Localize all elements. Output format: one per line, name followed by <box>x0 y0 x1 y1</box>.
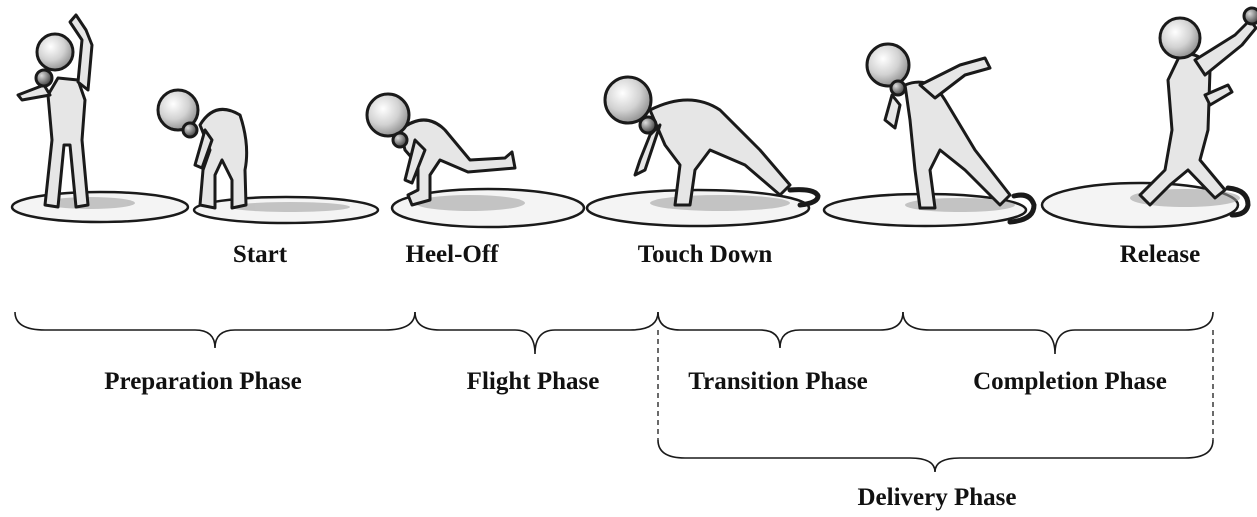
event-label-touch-down: Touch Down <box>637 241 773 268</box>
brace-preparation <box>14 311 416 349</box>
athlete-figures <box>16 6 1257 210</box>
phase-label-preparation: Preparation Phase <box>104 368 302 395</box>
athlete-figure-heel-off <box>365 92 517 207</box>
stop-boards <box>787 185 1251 225</box>
event-label-start: Start <box>232 241 288 268</box>
phase-label-flight: Flight Phase <box>466 368 600 395</box>
brace-delivery <box>657 439 1214 473</box>
event-label-heel-off: Heel-Off <box>405 241 499 268</box>
phase-label-transition: Transition Phase <box>688 368 868 395</box>
brace-transition <box>657 311 904 349</box>
brace-flight <box>414 311 659 355</box>
brace-completion <box>902 311 1214 355</box>
athlete-figure-release <box>1138 6 1257 207</box>
delivery-boundaries <box>657 330 1214 440</box>
phase-label-delivery: Delivery Phase <box>857 484 1017 511</box>
phase-braces <box>14 311 1214 473</box>
athlete-figure-start <box>156 88 249 210</box>
throwing-circles <box>10 181 1240 229</box>
phase-label-completion: Completion Phase <box>973 368 1167 395</box>
event-label-release: Release <box>1119 241 1201 268</box>
athlete-figure-preparation <box>16 13 94 209</box>
athlete-figure-touch-down <box>603 75 792 207</box>
athlete-figure-completion <box>865 42 1012 210</box>
